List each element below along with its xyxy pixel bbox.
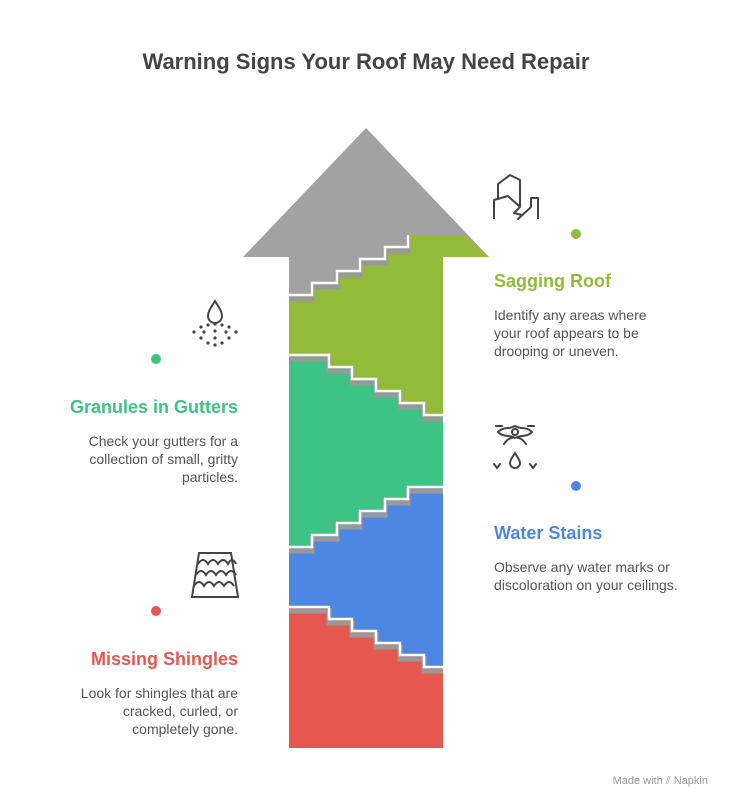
stair-step-edge bbox=[289, 235, 410, 297]
granules-dot bbox=[151, 354, 161, 364]
page-title: Warning Signs Your Roof May Need Repair bbox=[142, 49, 590, 74]
water-stains-text: Observe any water marks or discoloration… bbox=[494, 559, 678, 593]
missing-shingles-text: Look for shingles that are cracked, curl… bbox=[80, 685, 238, 737]
eye-drip-icon bbox=[493, 424, 537, 470]
droplet-granules-icon bbox=[192, 299, 238, 347]
segment-water-stains bbox=[289, 487, 443, 667]
stair-step-edge bbox=[289, 605, 443, 669]
granules-title: Granules in Gutters bbox=[69, 397, 238, 417]
shingles-icon bbox=[190, 552, 240, 598]
sagging-roof-text: Identify any areas where your roof appea… bbox=[494, 307, 647, 359]
stair-edges bbox=[289, 235, 443, 674]
sagging-roof-dot bbox=[571, 229, 581, 239]
granules-text: Check your gutters for a collection of s… bbox=[88, 433, 238, 485]
house-crack-icon bbox=[493, 174, 539, 220]
segment-missing-shingles bbox=[289, 607, 443, 748]
made-with-napkin: Made with ⫽ Napkin bbox=[612, 775, 708, 787]
stair-step-edge bbox=[289, 353, 443, 417]
water-stains-title: Water Stains bbox=[494, 523, 603, 543]
missing-shingles-title: Missing Shingles bbox=[90, 649, 238, 669]
missing-shingles-dot bbox=[151, 606, 161, 616]
stair-step-edge bbox=[289, 485, 443, 549]
water-stains-dot bbox=[571, 481, 581, 491]
sagging-roof-title: Sagging Roof bbox=[494, 271, 611, 291]
